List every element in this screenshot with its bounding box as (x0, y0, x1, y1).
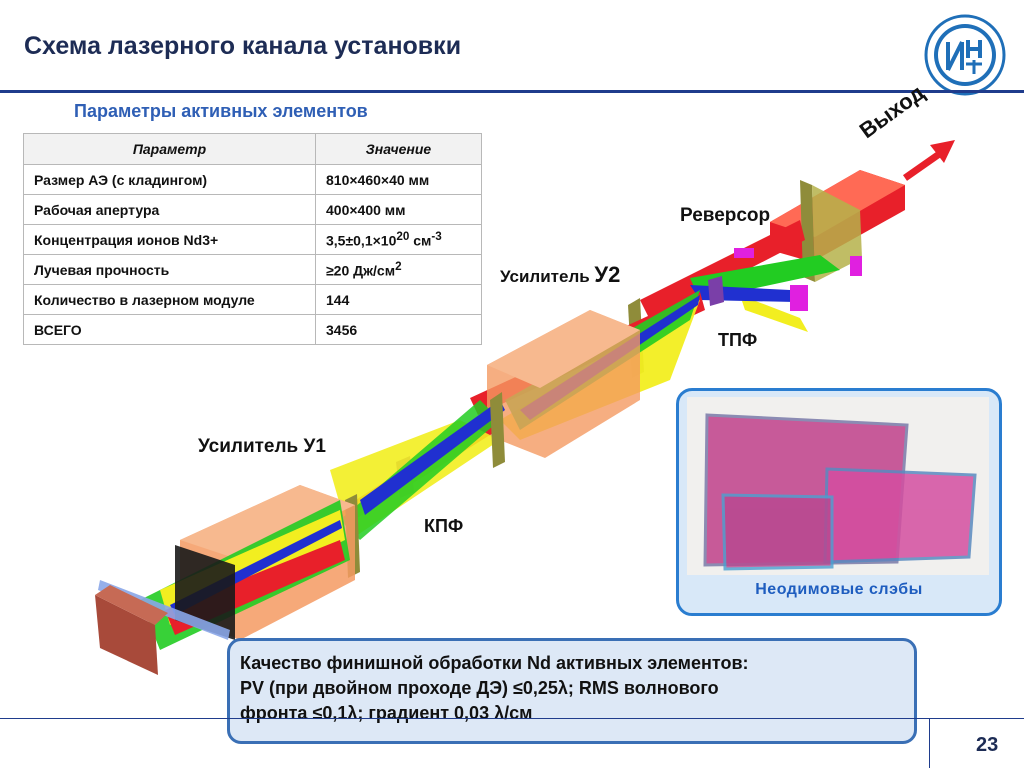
table-row: Лучевая прочность ≥20 Дж/см2 (23, 254, 482, 285)
slabs-illustration (703, 413, 977, 571)
label-tpf: ТПФ (718, 330, 758, 350)
footer-separator (929, 718, 930, 768)
neodymium-slabs-photo-panel: Неодимовые слэбы (676, 388, 1002, 616)
table-row: Количество в лазерном модуле 144 (23, 284, 482, 315)
label-amplifier-u2-prefix: Усилитель (500, 267, 595, 286)
quality-note-line: Качество финишной обработки Nd активных … (240, 653, 749, 673)
value-unit-exponent: -3 (431, 230, 442, 244)
table-header-row: Параметр Значение (23, 133, 482, 165)
footer-divider (0, 718, 1024, 719)
parameters-table: Параметр Значение Размер АЭ (с кладингом… (23, 133, 482, 345)
quality-note-line: PV (при двойном проходе ДЭ) ≤0,25λ; RMS … (240, 678, 719, 698)
tpf-beam-red (640, 220, 805, 320)
mid-beam-blue (360, 400, 505, 515)
tpf-element-magenta-top (734, 248, 754, 258)
table-caption: Параметры активных элементов (74, 101, 368, 121)
slab-medium (823, 467, 977, 564)
value-exponent: 2 (395, 260, 402, 274)
slab-small (721, 493, 834, 571)
label-amplifier-u2: Усилитель У2 (500, 262, 620, 288)
reversor-mirror (800, 180, 815, 282)
tpf-element-magenta-small (850, 256, 862, 276)
label-kpf: КПФ (424, 516, 464, 536)
value-cell: 3456 (315, 314, 482, 345)
label-amplifier-u1: Усилитель У1 (198, 436, 326, 457)
value-cell: 810×460×40 мм (315, 164, 482, 195)
input-mirror (95, 595, 158, 675)
quality-note-line: фронта ≤0,1λ; градиент 0,03 λ/см (240, 703, 533, 723)
table-row: Концентрация ионов Nd3+ 3,5±0,1×1020 см-… (23, 224, 482, 255)
table-row: ВСЕГО 3456 (23, 314, 482, 345)
param-cell: Количество в лазерном модуле (23, 284, 316, 315)
label-reversor: Реверсор (680, 205, 771, 226)
value-base: ≥20 Дж/см (326, 262, 396, 279)
photo-caption: Неодимовые слэбы (755, 581, 923, 598)
slide-title: Схема лазерного канала установки (24, 32, 462, 60)
amplifier-u2-top (487, 310, 640, 388)
u2-front-gate (490, 392, 505, 468)
tpf-element-magenta (790, 285, 808, 311)
table-row: Размер АЭ (с кладингом) 810×460×40 мм (23, 164, 482, 195)
amplifier-u1-top (180, 485, 355, 560)
tpf-beam-yellow (740, 295, 808, 332)
value-unit: см (409, 232, 432, 249)
table-row: Рабочая апертура 400×400 мм (23, 194, 482, 225)
param-cell: Лучевая прочность (23, 254, 316, 285)
slabs-photo (687, 397, 989, 575)
page-number: 23 (976, 734, 999, 756)
tpf-filter (708, 276, 724, 306)
param-cell: Концентрация ионов Nd3+ (23, 224, 316, 255)
input-mirror-top (95, 585, 168, 625)
param-cell: Рабочая апертура (23, 194, 316, 225)
title-divider (0, 90, 1024, 93)
institute-logo (924, 14, 1006, 96)
input-plate (98, 580, 230, 640)
exit-arrow-head (930, 140, 955, 163)
value-base: 3,5±0,1×10 (326, 232, 397, 249)
param-cell: ВСЕГО (23, 314, 316, 345)
header-value: Значение (315, 133, 482, 165)
reversor-mirror-2 (812, 185, 862, 282)
quality-note-box: Качество финишной обработки Nd активных … (227, 638, 917, 744)
value-exponent: 20 (396, 230, 410, 244)
label-amplifier-u2-suffix: У2 (594, 262, 621, 287)
